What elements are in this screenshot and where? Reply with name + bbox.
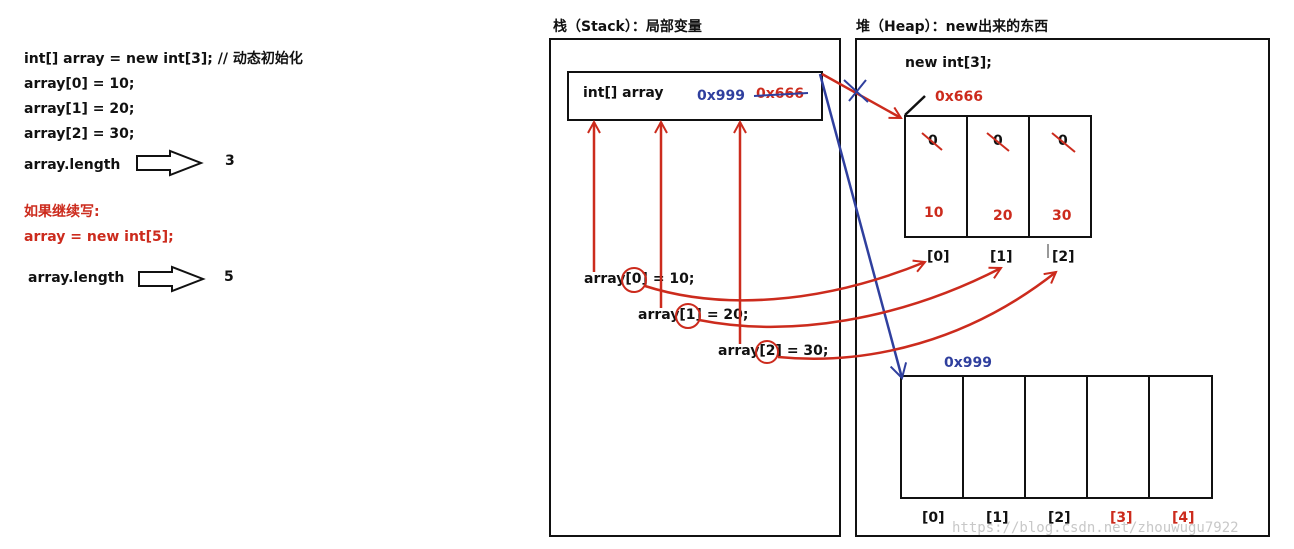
heap-new-expression: new int[3]; xyxy=(905,55,992,71)
index-curve-0 xyxy=(644,262,925,302)
heap-array1-cell-2 xyxy=(1028,115,1092,238)
index-curve-1 xyxy=(698,268,1001,328)
heap-array1-address: 0x666 xyxy=(935,89,983,105)
old-reference-cross-2 xyxy=(848,79,867,102)
code-line-assign-1: array[1] = 20; xyxy=(24,101,135,117)
heap-array2-index-4: [4] xyxy=(1172,510,1195,526)
heap-title: 堆（Heap）：new出来的东西 xyxy=(856,19,1049,35)
heap-array2-index-1: [1] xyxy=(986,510,1009,526)
heap-array1-new-value-0: 10 xyxy=(924,205,944,221)
length-label-1: array.length xyxy=(24,157,121,173)
zero-strike-1 xyxy=(986,132,1010,152)
stack-variable-label: int[] array xyxy=(583,85,664,101)
stack-assign-2: array[2] = 30; xyxy=(718,343,829,359)
stack-variable-box xyxy=(567,71,823,121)
index-circle-2 xyxy=(755,340,779,364)
heap-array2-index-0: [0] xyxy=(922,510,945,526)
heap-array2-address: 0x999 xyxy=(944,355,992,371)
zero-strike-2 xyxy=(1051,132,1076,153)
heap-array1-index-2: [2] xyxy=(1052,249,1075,265)
stack-new-address: 0x999 xyxy=(697,88,745,104)
index-circle-1 xyxy=(675,303,701,329)
code-line-declare: int[] array = new int[3]; // 动态初始化 xyxy=(24,51,303,67)
stack-title: 栈（Stack）：局部变量 xyxy=(553,19,702,35)
code-line-assign-0: array[0] = 10; xyxy=(24,76,135,92)
heap-array2-index-2: [2] xyxy=(1048,510,1071,526)
watermark: https://blog.csdn.net/zhouwugu7922 xyxy=(952,520,1239,536)
index-circle-0 xyxy=(621,267,647,293)
continue-note: 如果继续写: xyxy=(24,204,100,220)
old-address-strike xyxy=(753,92,809,97)
zero-strike-0 xyxy=(921,132,943,151)
heap-array2-cell-4 xyxy=(1148,375,1213,499)
index-curve-2 xyxy=(777,272,1056,360)
heap-array1-index-0: [0] xyxy=(927,249,950,265)
heap-array2-index-3: [3] xyxy=(1110,510,1133,526)
heap-array1-new-value-1: 20 xyxy=(993,208,1013,224)
length-value-1: 3 xyxy=(225,153,235,169)
length-label-2: array.length xyxy=(28,270,125,286)
stack-assign-0: array[0] = 10; xyxy=(584,271,695,287)
stack-assign-1: array[1] = 20; xyxy=(638,307,749,323)
code-line-assign-2: array[2] = 30; xyxy=(24,126,135,142)
length-arrow-1 xyxy=(136,149,204,177)
heap-array1-index-1: [1] xyxy=(990,249,1013,265)
heap-frame xyxy=(855,38,1270,537)
length-arrow-2 xyxy=(138,265,206,293)
length-value-2: 5 xyxy=(224,269,234,285)
array1-tick xyxy=(904,95,926,116)
stack-frame xyxy=(549,38,841,537)
heap-array1-new-value-2: 30 xyxy=(1052,208,1072,224)
new-reference-arrow xyxy=(818,73,908,380)
reassign-line: array = new int[5]; xyxy=(24,229,174,245)
